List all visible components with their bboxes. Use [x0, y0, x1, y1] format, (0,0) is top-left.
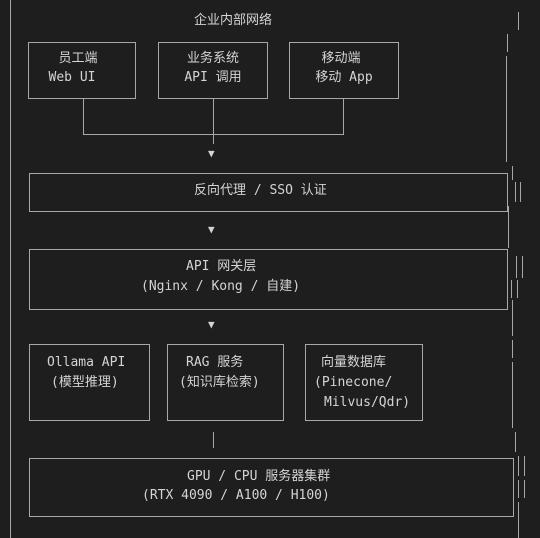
box-left-border — [29, 249, 30, 310]
outer-right-border — [508, 206, 509, 248]
box-bottom-border — [305, 420, 423, 421]
client-label: 业务系统 — [186, 51, 239, 66]
outer-right-border — [512, 300, 513, 336]
outer-right-border — [518, 480, 519, 498]
service-label: 向量数据库 — [321, 355, 387, 370]
service-label: Ollama API — [47, 355, 126, 370]
connector-line — [343, 99, 344, 134]
box-left-border — [28, 42, 29, 99]
connector-line — [83, 99, 84, 134]
box-left-border — [29, 173, 30, 212]
outer-right-border — [518, 456, 519, 476]
box-bottom-border — [29, 420, 150, 421]
gateway-box: API 网关层 (Nginx / Kong / 自建) — [29, 249, 508, 310]
box-bottom-border — [158, 98, 268, 99]
box-right-border — [507, 173, 508, 212]
gateway-sublabel: (Nginx / Kong / 自建) — [141, 279, 301, 294]
cluster-box: GPU / CPU 服务器集群 (RTX 4090 / A100 / H100) — [29, 458, 514, 517]
box-bottom-border — [28, 98, 136, 99]
outer-right-border — [516, 256, 517, 278]
box-left-border — [29, 344, 30, 421]
flow-arrow: ▼ — [208, 147, 215, 160]
outer-right-border — [507, 34, 508, 52]
box-top-border — [289, 42, 399, 43]
box-top-border — [28, 42, 136, 43]
service-sublabel: (Pinecone/ — [314, 375, 393, 390]
connector-line — [213, 432, 214, 448]
box-bottom-border — [289, 98, 399, 99]
outer-right-border — [518, 502, 519, 538]
box-top-border — [167, 344, 284, 345]
outer-right-border — [506, 56, 507, 162]
merge-line — [83, 134, 344, 135]
service-sublabel: (模型推理) — [51, 375, 119, 390]
proxy-label: 反向代理 / SSO 认证 — [194, 183, 327, 198]
gateway-label: API 网关层 — [186, 259, 257, 274]
outer-right-border — [524, 480, 525, 498]
outer-right-border — [520, 182, 521, 202]
box-top-border — [158, 42, 268, 43]
box-left-border — [167, 344, 168, 421]
box-right-border — [267, 42, 268, 99]
box-right-border — [135, 42, 136, 99]
diagram-title: 企业内部网络 — [194, 13, 273, 28]
box-top-border — [29, 344, 150, 345]
client-sublabel: 移动 App — [315, 70, 373, 85]
client-sublabel: API 调用 — [184, 70, 242, 85]
service-label: RAG 服务 — [186, 355, 244, 370]
client-box-api: 业务系统 API 调用 — [158, 42, 268, 99]
box-right-border — [398, 42, 399, 99]
client-box-mobile: 移动端 移动 App — [289, 42, 399, 99]
service-sublabel: (知识库检索) — [179, 375, 260, 390]
box-top-border — [305, 344, 423, 345]
box-top-border — [29, 458, 514, 459]
box-right-border — [422, 344, 423, 421]
outer-right-border — [515, 432, 516, 452]
service-box-ollama: Ollama API (模型推理) — [29, 344, 150, 421]
box-bottom-border — [29, 211, 508, 212]
box-bottom-border — [29, 516, 514, 517]
outer-right-border — [515, 182, 516, 202]
outer-right-border — [524, 456, 525, 476]
service-box-vector-db: 向量数据库 (Pinecone/ Milvus/Qdr) — [305, 344, 423, 421]
outer-right-border — [522, 256, 523, 278]
client-label: 移动端 — [321, 51, 361, 66]
box-right-border — [507, 249, 508, 310]
box-right-border — [513, 458, 514, 517]
outer-right-border — [517, 280, 518, 298]
outer-right-border — [512, 340, 513, 358]
box-right-border — [283, 344, 284, 421]
flow-arrow: ▼ — [208, 223, 215, 236]
outer-right-border — [512, 362, 513, 428]
box-top-border — [29, 249, 508, 250]
outer-right-border — [511, 280, 512, 298]
outer-right-border — [512, 166, 513, 180]
box-top-border — [29, 173, 508, 174]
box-left-border — [158, 42, 159, 99]
box-left-border — [289, 42, 290, 99]
flow-arrow: ▼ — [208, 318, 215, 331]
outer-right-border — [518, 12, 519, 30]
box-left-border — [305, 344, 306, 421]
client-sublabel: Web UI — [48, 70, 96, 85]
box-right-border — [149, 344, 150, 421]
client-box-web: 员工端 Web UI — [28, 42, 136, 99]
connector-line — [213, 99, 214, 144]
service-box-rag: RAG 服务 (知识库检索) — [167, 344, 284, 421]
proxy-box: 反向代理 / SSO 认证 — [29, 173, 508, 212]
client-label: 员工端 — [58, 51, 98, 66]
box-left-border — [29, 458, 30, 517]
box-bottom-border — [29, 309, 508, 310]
box-bottom-border — [167, 420, 284, 421]
service-sublabel-2: Milvus/Qdr) — [324, 395, 411, 410]
outer-left-border — [10, 0, 11, 538]
cluster-label: GPU / CPU 服务器集群 — [187, 469, 331, 484]
cluster-sublabel: (RTX 4090 / A100 / H100) — [142, 488, 330, 503]
